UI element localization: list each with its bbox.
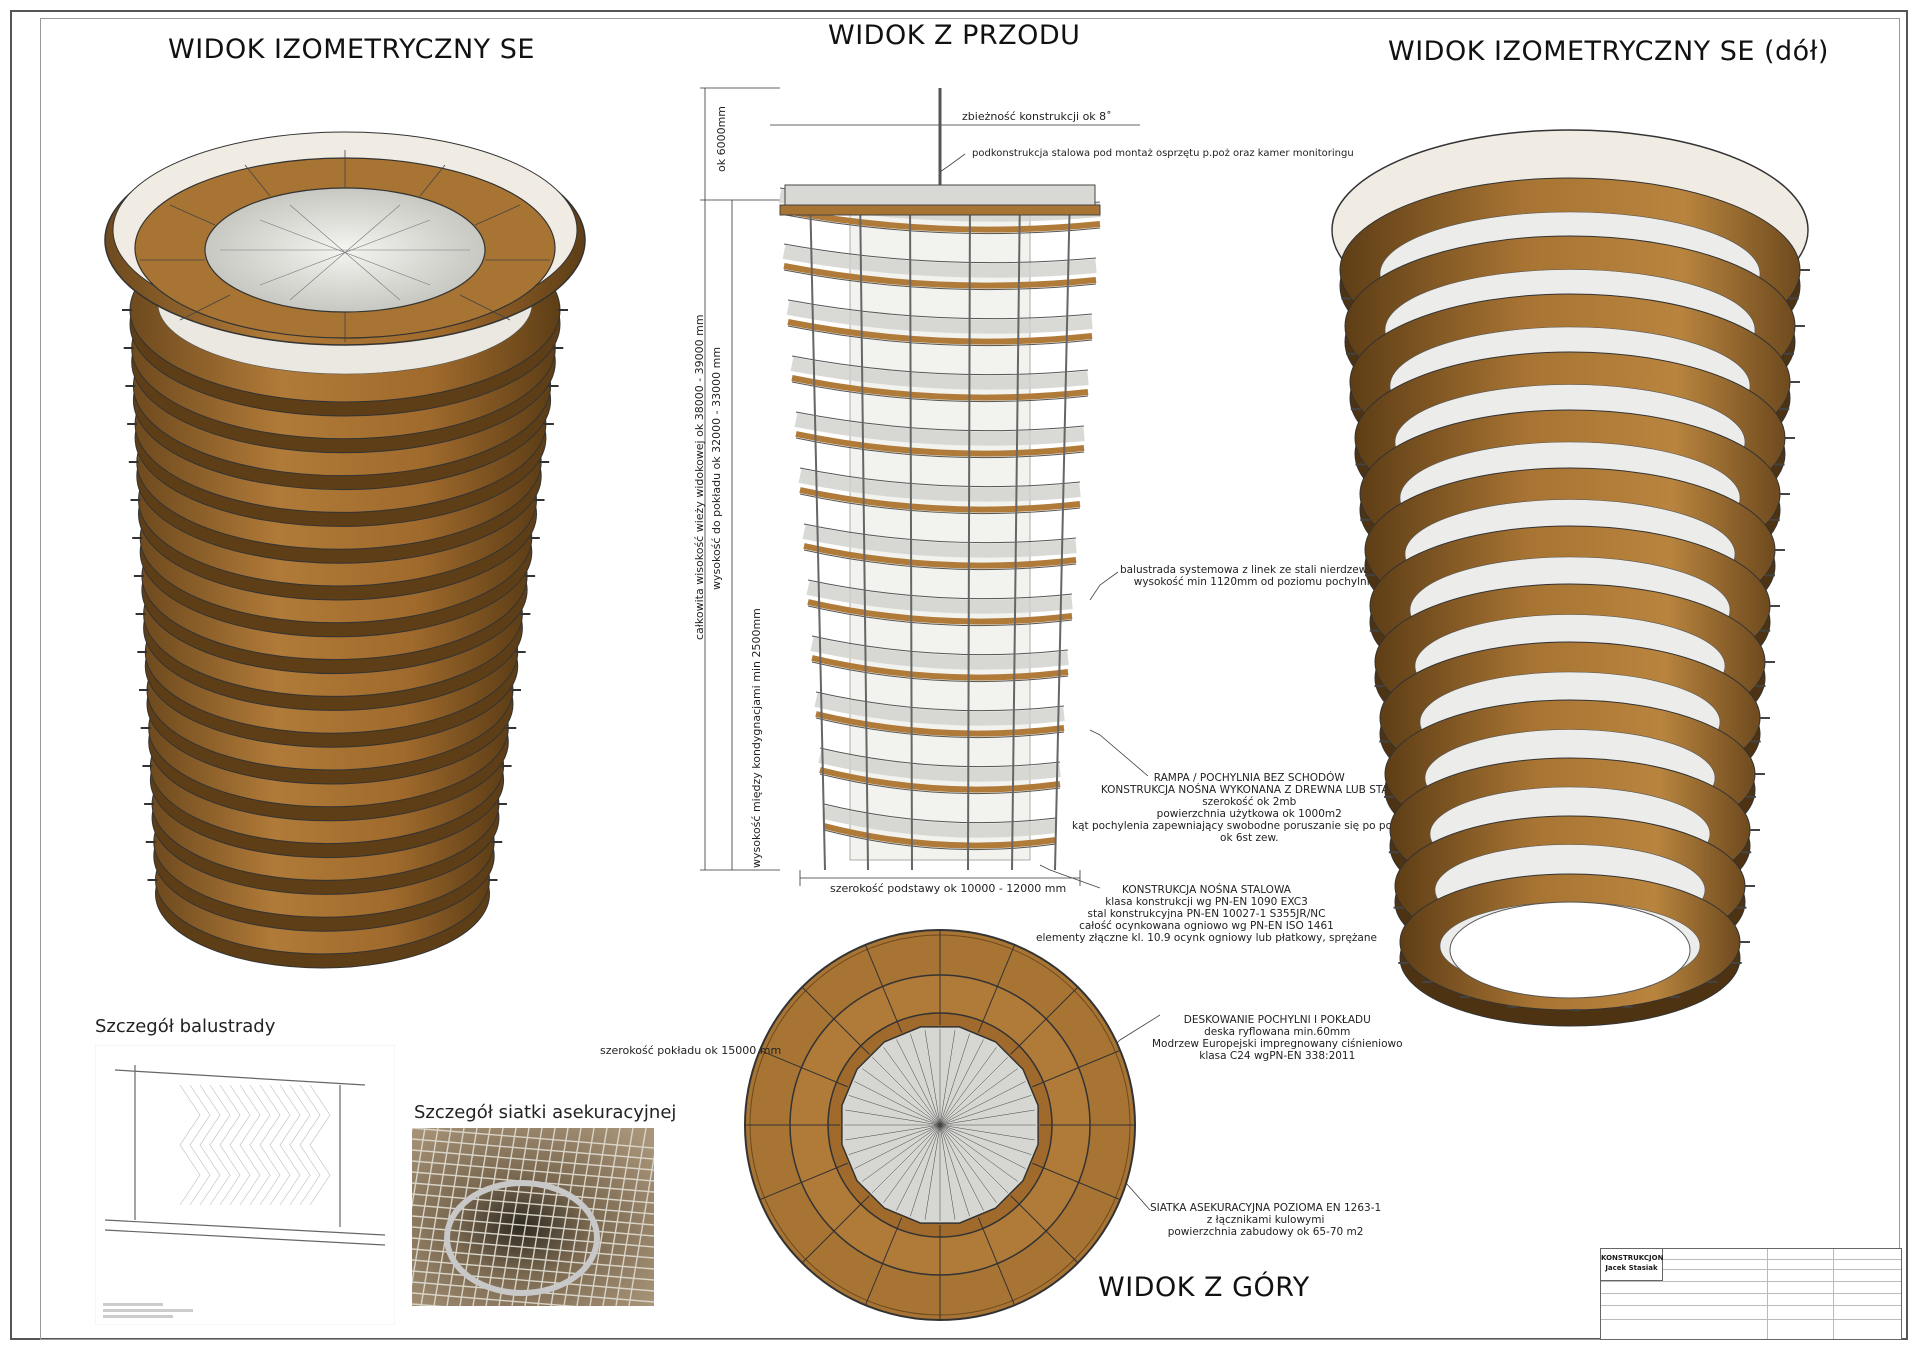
iso-se-bottom-tower-drawing [1331,129,1810,1027]
railing-note-line-2: wysokość min 1120mm od poziomu pochylni [1133,576,1370,588]
net-note-line-3: powierzchnia zabudowy ok 65-70 m2 [1167,1226,1364,1238]
ramp-note-line-3: szerokość ok 2mb [1202,796,1297,808]
decking-note: DESKOWANIE POCHYLNI I POKŁADU deska ryfl… [1152,1014,1403,1062]
railing-detail-drawing [95,1045,395,1325]
net-detail-photo [412,1128,654,1306]
steel-note-line-2: klasa konstrukcji wg PN-EN 1090 EXC3 [1105,896,1308,908]
net-note-line-2: z łącznikami kulowymi [1206,1214,1325,1226]
net-detail-title: Szczegół siatki asekuracyjnej [414,1102,677,1123]
iso-se-tower-drawing [104,131,586,969]
ramp-note-line-1: RAMPA / POCHYLNIA BEZ SCHODÓW [1153,772,1345,784]
steel-note: KONSTRUKCJA NOŚNA STALOWA klasa konstruk… [1036,884,1377,944]
substructure-note: podkonstrukcja stalowa pod montaż osprzę… [972,148,1354,159]
railing-note-line-1: balustrada systemowa z linek ze stali ni… [1120,564,1384,576]
ramp-note-line-2: KONSTRUKCJA NOŚNA WYKONANA Z DREWNA LUB … [1100,784,1398,796]
company-stamp: KONSTRUKCJON Jacek Stasiak [1601,1249,1663,1281]
taper-note: zbieżność konstrukcji ok 8˚ [962,110,1112,123]
base-width-dim: szerokość podstawy ok 10000 - 12000 mm [830,882,1067,895]
company-owner: Jacek Stasiak [1605,1264,1658,1272]
decking-note-line-3: Modrzew Europejski impregnowany ciśnieni… [1152,1038,1403,1050]
steel-note-line-4: całość ocynkowana ogniowo wg PN-EN ISO 1… [1079,920,1334,932]
ramp-note-line-5: kąt pochylenia zapewniający swobodne por… [1072,820,1427,832]
ramp-note-line-4: powierzchnia użytkowa ok 1000m2 [1156,808,1342,820]
iso-se-view-title: WIDOK IZOMETRYCZNY SE [168,34,535,65]
ramp-note: RAMPA / POCHYLNIA BEZ SCHODÓW KONSTRUKCJ… [1072,772,1426,844]
steel-note-line-5: elementy złączne kl. 10.9 ocynk ogniowy … [1036,932,1377,944]
decking-note-line-2: deska ryflowana min.60mm [1204,1026,1351,1038]
decking-note-line-1: DESKOWANIE POCHYLNI I POKŁADU [1183,1014,1371,1026]
deck-width-dim: szerokość pokładu ok 15000 mm [600,1044,782,1057]
drawing-frame [40,18,1900,1340]
front-view-title: WIDOK Z PRZODU [828,20,1081,51]
railing-detail-title: Szczegół balustrady [95,1016,276,1037]
railing-note: balustrada systemowa z linek ze stali ni… [1120,564,1383,588]
company-name: KONSTRUKCJON [1601,1254,1664,1262]
steel-note-line-3: stal konstrukcyjna PN-EN 10027-1 S355JR/… [1087,908,1326,920]
net-note-line-1: SIATKA ASEKURACYJNA POZIOMA EN 1263-1 [1150,1202,1382,1214]
steel-note-line-1: KONSTRUKCJA NOŚNA STALOWA [1122,884,1291,896]
title-block: KONSTRUKCJON Jacek Stasiak [1600,1248,1902,1340]
top-view-title: WIDOK Z GÓRY [1098,1272,1310,1303]
decking-note-line-4: klasa C24 wgPN-EN 338:2011 [1199,1050,1356,1062]
top-view-drawing [744,929,1136,1321]
front-view-drawing [700,87,1140,886]
net-note: SIATKA ASEKURACYJNA POZIOMA EN 1263-1 z … [1150,1202,1381,1238]
ramp-note-line-6: ok 6st zew. [1220,832,1279,844]
iso-se-bottom-view-title: WIDOK IZOMETRYCZNY SE (dół) [1388,36,1829,67]
